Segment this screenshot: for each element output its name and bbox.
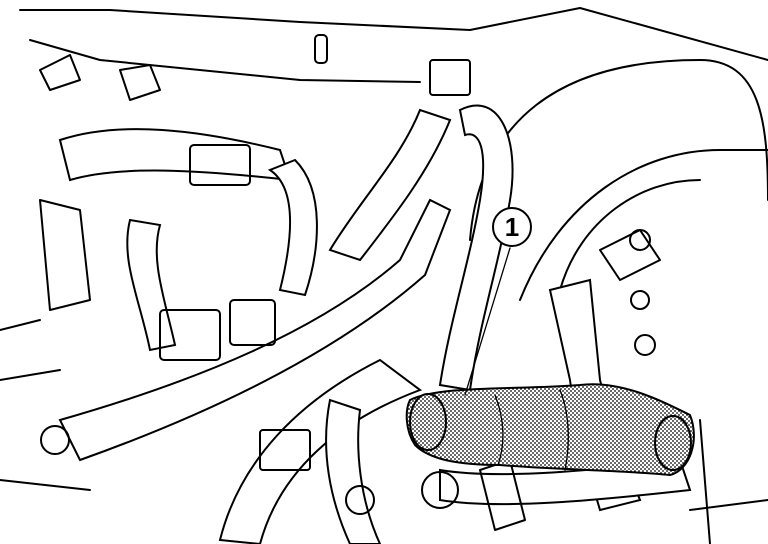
body-panel — [19, 7, 768, 101]
hoses — [58, 104, 692, 544]
callout-circle — [492, 207, 532, 247]
highlighted-hose — [405, 383, 695, 477]
callout-1: 1 — [464, 207, 532, 396]
callout-label: 1 — [505, 212, 519, 242]
leader-line — [464, 247, 511, 396]
